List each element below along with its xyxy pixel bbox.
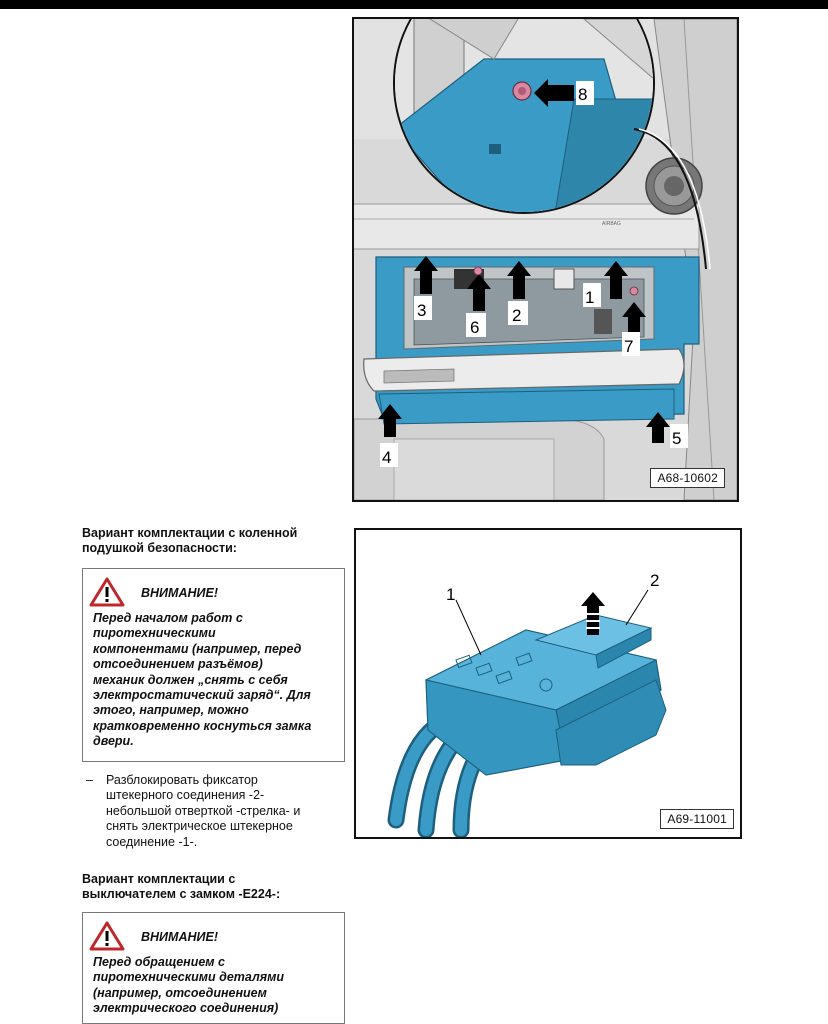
- arrow-2: [507, 261, 531, 299]
- arrow-8: [534, 79, 574, 107]
- warning-title: ВНИМАНИЕ!: [141, 586, 219, 600]
- step-bullet: –: [86, 773, 93, 787]
- warning-header-2: ВНИМАНИЕ!: [89, 921, 329, 951]
- arrow-7: [622, 302, 646, 334]
- glovebox-illustration: AIRBAG: [354, 19, 737, 500]
- callout-4: 4: [382, 448, 391, 467]
- svg-text:AIRBAG: AIRBAG: [602, 221, 621, 227]
- unlock-arrow: [581, 592, 605, 635]
- callout-7: 7: [624, 337, 633, 356]
- connector-illustration: 1 2: [356, 530, 740, 837]
- warning-triangle-icon: [89, 921, 125, 951]
- callout-3: 3: [417, 301, 426, 320]
- arrow-1: [604, 261, 628, 299]
- step-text: Разблокировать фиксатор штекерного соеди…: [106, 773, 301, 849]
- callout-6: 6: [470, 318, 479, 337]
- figure-code-connector: A69-11001: [660, 809, 734, 829]
- arrow-4: [378, 404, 402, 437]
- connector-callout-2: 2: [650, 571, 659, 590]
- top-black-bar: [0, 0, 828, 9]
- arrow-3: [414, 256, 438, 294]
- callout-5: 5: [672, 429, 681, 448]
- connector-callout-1: 1: [446, 585, 455, 604]
- warning-text: Перед началом работ с пиротехническими к…: [93, 611, 312, 749]
- arrow-5: [646, 412, 670, 443]
- figure-connector: 1 2 A69-11001: [354, 528, 742, 839]
- warning-header: ВНИМАНИЕ!: [89, 577, 329, 607]
- arrow-6: [467, 274, 491, 311]
- warning-box-switch: ВНИМАНИЕ! Перед обращением с пиротехниче…: [82, 912, 345, 1024]
- warning-triangle-icon: [89, 577, 125, 607]
- warning-text-2: Перед обращением с пиротехническими дета…: [93, 955, 285, 1016]
- figure-code: A68-10602: [650, 468, 725, 488]
- callout-2: 2: [512, 306, 521, 325]
- callout-1: 1: [585, 288, 594, 307]
- warning-box-knee: ВНИМАНИЕ! Перед началом работ с пиротехн…: [82, 568, 345, 762]
- callout-8: 8: [578, 85, 587, 104]
- warning-title-2: ВНИМАНИЕ!: [141, 930, 219, 944]
- figure-glovebox: AIRBAG: [352, 17, 739, 502]
- heading-knee-airbag: Вариант комплектации с коленной подушкой…: [82, 526, 298, 555]
- heading-switch-e224: Вариант комплектации с выключателем с за…: [82, 872, 281, 901]
